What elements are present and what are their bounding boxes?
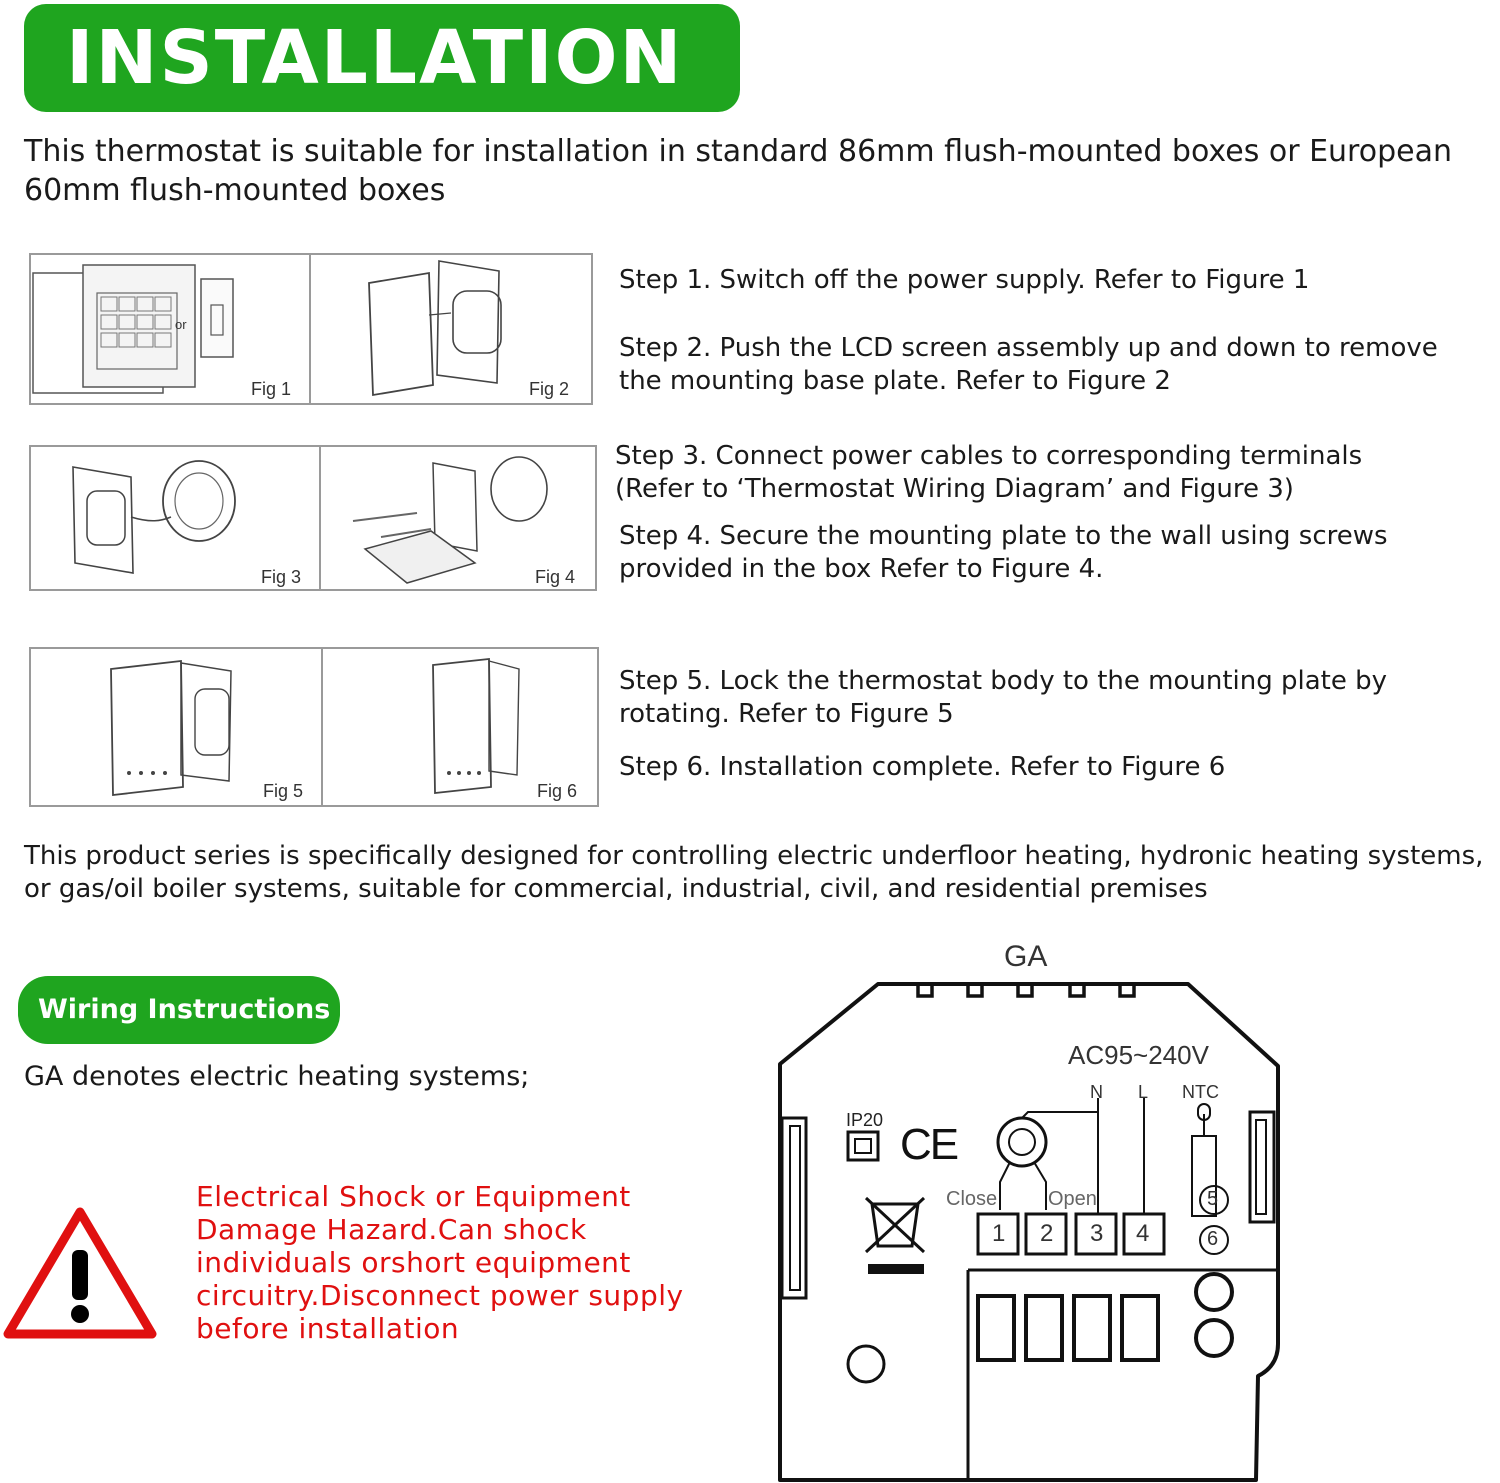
diagram-voltage-label: AC95~240V (1068, 1040, 1209, 1070)
thermostat-outline (778, 982, 1280, 1482)
terminal-1-label: 1 (992, 1220, 1006, 1247)
figure-4-label: Fig 4 (535, 567, 576, 587)
terminal-n-label: N (1090, 1082, 1103, 1102)
figure-3: Fig 3 (31, 447, 319, 589)
intro-text: This thermostat is suitable for installa… (24, 134, 1452, 208)
figure-5-label: Fig 5 (263, 781, 304, 801)
cable-connection-illustration (72, 460, 236, 574)
wiring-instructions-badge: Wiring Instructions (18, 976, 340, 1044)
close-label: Close (946, 1188, 998, 1210)
terminal-l-label: L (1138, 1082, 1149, 1102)
product-description: This product series is specifically desi… (24, 841, 1484, 904)
figure-1: or Fig 1 (31, 255, 309, 403)
step-6: Step 6. Installation complete. Refer to … (619, 752, 1226, 782)
figure-2: Fig 2 (309, 255, 591, 403)
terminal-3-label: 3 (1090, 1220, 1104, 1247)
ce-mark-icon: CE (900, 1120, 959, 1169)
figure-5: Fig 5 (31, 649, 321, 805)
ntc-terminal-5-label: 5 (1207, 1188, 1219, 1210)
breaker-panel-illustration (32, 264, 234, 394)
lcd-removal-illustration (368, 260, 502, 397)
figure-row-1: or Fig 1 Fig 2 (29, 253, 593, 405)
ga-note: GA denotes electric heating systems; (24, 1061, 530, 1092)
step-5: Step 5. Lock the thermostat body to the … (619, 666, 1388, 729)
figure-row-3: Fig 5 Fig 6 (29, 647, 599, 807)
body-locking-illustration (110, 659, 232, 797)
diagram-model-label: GA (1004, 940, 1048, 973)
figure-2-label: Fig 2 (529, 379, 570, 399)
figure-row-2: Fig 3 Fig 4 (29, 445, 597, 591)
figure-1-or-label: or (175, 317, 187, 332)
ip-rating-label: IP20 (846, 1110, 884, 1130)
step-3: Step 3. Connect power cables to correspo… (615, 441, 1363, 504)
warning-triangle-icon (3, 1207, 157, 1339)
step-4: Step 4. Secure the mounting plate to the… (619, 521, 1388, 584)
wiring-instructions-heading: Wiring Instructions (38, 994, 331, 1025)
screw-mounting-illustration (352, 456, 548, 584)
installed-thermostat-illustration (432, 658, 520, 794)
weee-bin-icon (864, 1196, 926, 1274)
ntc-label: NTC (1182, 1082, 1219, 1102)
title-banner: INSTALLATION (24, 4, 740, 112)
page-title: INSTALLATION (66, 15, 684, 101)
step-2: Step 2. Push the LCD screen assembly up … (619, 333, 1438, 396)
figure-3-label: Fig 3 (261, 567, 302, 587)
figure-6: Fig 6 (321, 649, 597, 805)
wiring-diagram: GA AC95~240V N L NTC IP20 CE Close Open … (778, 936, 1284, 1482)
figure-6-label: Fig 6 (537, 781, 578, 801)
step-1: Step 1. Switch off the power supply. Ref… (619, 265, 1310, 295)
figure-1-label: Fig 1 (251, 379, 292, 399)
terminal-2-label: 2 (1040, 1220, 1054, 1247)
hazard-warning-text: Electrical Shock or Equipment Damage Haz… (196, 1180, 684, 1345)
terminal-4-label: 4 (1136, 1220, 1150, 1247)
open-label: Open (1048, 1188, 1097, 1210)
figure-4: Fig 4 (319, 447, 595, 589)
ntc-terminal-6-label: 6 (1207, 1228, 1219, 1250)
